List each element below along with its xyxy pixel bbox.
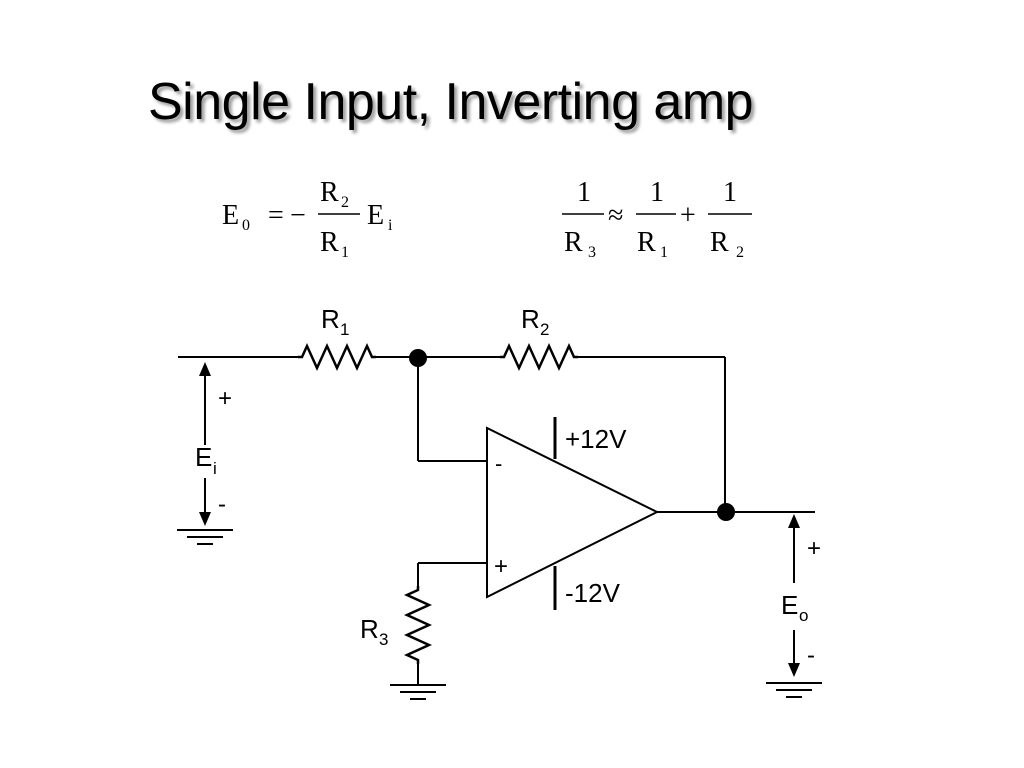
resistor-r1: [298, 342, 376, 372]
supply-pos-label: +12V: [565, 424, 627, 454]
r3-label-sub: 3: [379, 630, 388, 649]
formula1-den: R: [320, 227, 339, 258]
gain-formula: E 0 = − R 2 R 1 E i: [222, 177, 393, 261]
formula1-lhs: E: [222, 200, 239, 231]
formula2-f1-den-sub: 3: [588, 244, 596, 261]
supply-neg-label: -12V: [565, 578, 621, 608]
formula2-f3-den-sub: 2: [736, 244, 744, 261]
r3-formula: 1 R 3 ≈ 1 R 1 + 1 R 2: [562, 177, 752, 261]
formula2-f3-num: 1: [723, 177, 737, 208]
output-plus-label: +: [807, 535, 821, 562]
resistor-r2: [500, 342, 578, 372]
output-arrow-down-head: [788, 663, 800, 677]
output-voltage-sub: o: [799, 606, 808, 625]
formula2-plus: +: [680, 200, 696, 231]
formula2-approx: ≈: [608, 200, 623, 231]
r2-label-sub: 2: [540, 320, 549, 339]
resistor-r3: [403, 586, 433, 664]
opamp-noninverting-label: +: [494, 553, 508, 580]
input-minus-label: -: [218, 491, 226, 518]
formula1-num: R: [320, 177, 339, 208]
r2-label: R: [521, 304, 540, 334]
output-voltage-label: E: [781, 590, 798, 620]
r3-label: R: [360, 614, 379, 644]
input-plus-label: +: [218, 385, 232, 412]
formula2-f3-den: R: [710, 227, 729, 258]
input-voltage-sub: i: [213, 459, 217, 478]
formula1-num-sub: 2: [341, 194, 349, 211]
input-arrow-down-head: [199, 512, 211, 526]
formula2-f2-den-sub: 1: [660, 244, 668, 261]
formula2-f2-num: 1: [650, 177, 664, 208]
formula1-lhs-sub: 0: [242, 217, 250, 234]
formula1-den-sub: 1: [341, 244, 349, 261]
circuit-labels: R 1 R 2 R 3 +12V -12V - + + E i - + E o …: [195, 304, 821, 669]
circuit: [177, 342, 822, 700]
output-minus-label: -: [807, 642, 815, 669]
formula1-equals: =: [268, 200, 284, 231]
formula1-minus: −: [290, 200, 306, 231]
formula2-f1-num: 1: [577, 177, 591, 208]
formula1-rhs-sub: i: [388, 217, 393, 234]
r1-label: R: [321, 304, 340, 334]
r1-label-sub: 1: [340, 320, 349, 339]
formula1-rhs: E: [367, 200, 384, 231]
opamp-inverting-label: -: [495, 451, 502, 476]
formula2-f1-den: R: [564, 227, 583, 258]
output-arrow-up-head: [788, 514, 800, 528]
output-node: [717, 503, 735, 521]
input-arrow-up-head: [199, 362, 211, 376]
slide-title: Single Input, Inverting amp: [148, 73, 754, 131]
formula2-f2-den: R: [637, 227, 656, 258]
opamp-triangle: [486, 426, 660, 599]
input-voltage-label: E: [195, 442, 212, 472]
